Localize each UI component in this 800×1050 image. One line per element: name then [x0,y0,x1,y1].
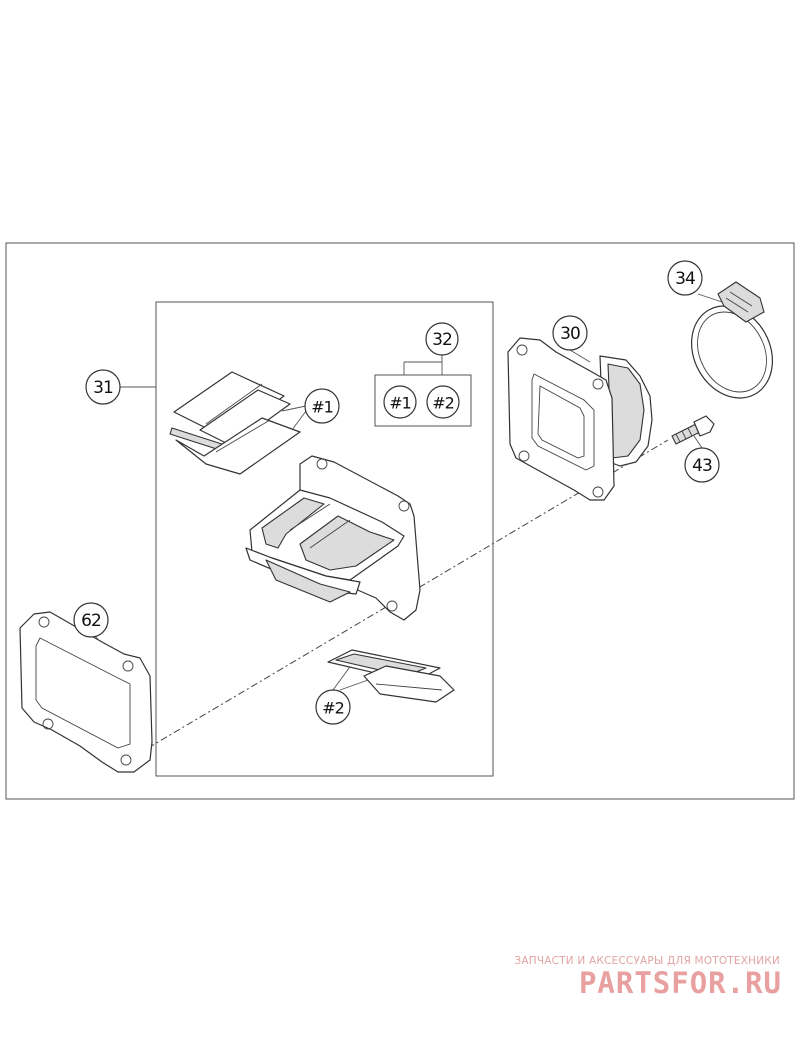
callout-43: 43 [684,447,720,483]
callout-31: 31 [85,369,121,405]
callout-30: 30 [552,315,588,351]
reed-valve-group-frame [155,301,494,777]
callout-62: 62 [73,602,109,638]
callout-ref-1: #1 [304,388,340,424]
kit-callout-ref-2-label: #2 [432,394,454,413]
part-62-gasket [19,611,153,773]
reed-petals-2 [327,649,455,703]
callout-31-label: 31 [93,378,113,398]
callout-ref-2: #2 [315,689,351,725]
part-30-intake-flange [507,337,653,501]
outer-frame [5,242,795,800]
callout-ref-1-label: #1 [311,398,333,417]
callout-30-label: 30 [560,324,580,344]
reed-petals-1 [169,371,301,475]
kit-callout-ref-1: #1 [383,385,417,419]
leader-lines [95,293,723,691]
part-34-hose-clamp [690,281,774,399]
callout-ref-2-label: #2 [322,699,344,718]
watermark-caption: ЗАПЧАСТИ И АКСЕССУАРЫ ДЛЯ МОТОТЕХНИКИ [514,955,780,967]
kit-callout-ref-2: #2 [426,385,460,419]
part-43-screw [671,415,715,445]
callout-34: 34 [667,260,703,296]
callout-43-label: 43 [692,456,712,476]
callout-32-label: 32 [432,330,452,350]
callout-34-label: 34 [675,269,695,289]
kit-32-frame [374,374,472,427]
callout-62-label: 62 [81,611,101,631]
part-31-reed-block [245,455,421,621]
kit-callout-ref-1-label: #1 [389,394,411,413]
watermark-logo: PARTSFOR.RU [578,966,782,1000]
callout-32: 32 [425,322,459,356]
